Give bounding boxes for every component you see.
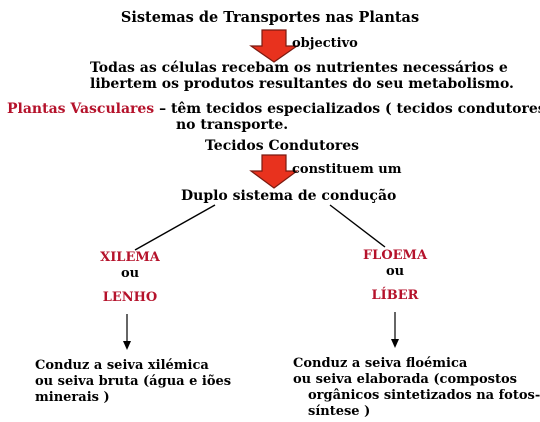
branch-line-left [134, 204, 216, 251]
red-down-arrow-1 [249, 29, 299, 63]
tissues-title: Tecidos Condutores [205, 138, 360, 154]
purpose-line-2: libertem os produtos resultantes do seu … [90, 76, 514, 92]
page-title: Sistemas de Transportes nas Plantas [120, 9, 420, 26]
red-down-arrow-2 [249, 154, 299, 189]
arrow-label-constituem: constituem um [292, 162, 402, 177]
vascular-line-2: no transporte. [176, 117, 289, 133]
floema-desc-line-2: ou seiva elaborada (compostos [293, 372, 517, 387]
vascular-line-1: Plantas Vasculares – têm tecidos especia… [7, 101, 540, 117]
xilema-or: ou [120, 266, 140, 281]
arrow-label-objectivo: objectivo [292, 36, 358, 51]
floema-desc-line-4: síntese ) [308, 404, 371, 419]
liber-label: LÍBER [371, 288, 419, 303]
dual-system-label: Duplo sistema de condução [181, 188, 397, 204]
floema-desc-line-3: orgânicos sintetizados na fotos- [308, 388, 540, 403]
branch-line-right [329, 204, 386, 248]
xilema-desc-line-2: ou seiva bruta (água e iões [35, 374, 232, 389]
floema-desc-line-1: Conduz a seiva floémica [293, 356, 468, 371]
xilema-desc-line-1: Conduz a seiva xilémica [35, 358, 209, 373]
vascular-description: têm tecidos especializados ( tecidos con… [170, 101, 540, 117]
xilema-desc-line-3: minerais ) [35, 390, 110, 405]
xilema-label: XILEMA [100, 250, 160, 265]
down-arrow-left-head [123, 341, 131, 350]
vascular-dash: – [159, 101, 167, 117]
down-arrow-right-head [391, 339, 399, 348]
purpose-line-1: Todas as células recebam os nutrientes n… [90, 60, 508, 76]
lenho-label: LENHO [102, 290, 158, 305]
floema-label: FLOEMA [362, 248, 428, 263]
floema-or: ou [385, 264, 405, 279]
vascular-term: Plantas Vasculares [7, 101, 155, 117]
